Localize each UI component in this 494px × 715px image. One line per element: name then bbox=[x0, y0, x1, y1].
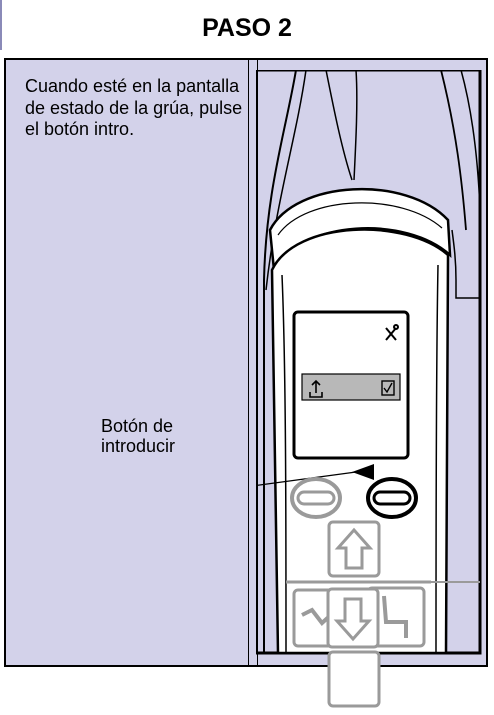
tools-icon bbox=[385, 324, 399, 341]
pointer-arrow bbox=[352, 464, 374, 480]
callout-line-2: introducir bbox=[101, 436, 176, 456]
page-margin-rule bbox=[0, 0, 2, 50]
checkbox-icon bbox=[381, 380, 395, 396]
instruction-text: Cuando esté en la pantalla de estado de … bbox=[25, 76, 243, 139]
hand-control-illustration bbox=[256, 70, 482, 708]
lcd-display-area bbox=[302, 318, 400, 374]
sit-up-button bbox=[366, 586, 426, 648]
down-arrow-illustration bbox=[326, 587, 380, 649]
step-heading: PASO 2 bbox=[202, 14, 292, 42]
upload-icon bbox=[309, 379, 323, 398]
enter-button bbox=[366, 477, 418, 519]
down-arrow-button bbox=[327, 650, 381, 708]
up-arrow-button bbox=[327, 520, 381, 578]
callout-leader-line bbox=[256, 471, 357, 487]
enter-button-callout: Botón de introducir bbox=[101, 416, 175, 456]
cancel-button bbox=[290, 477, 342, 519]
callout-line-1: Botón de bbox=[101, 416, 174, 436]
